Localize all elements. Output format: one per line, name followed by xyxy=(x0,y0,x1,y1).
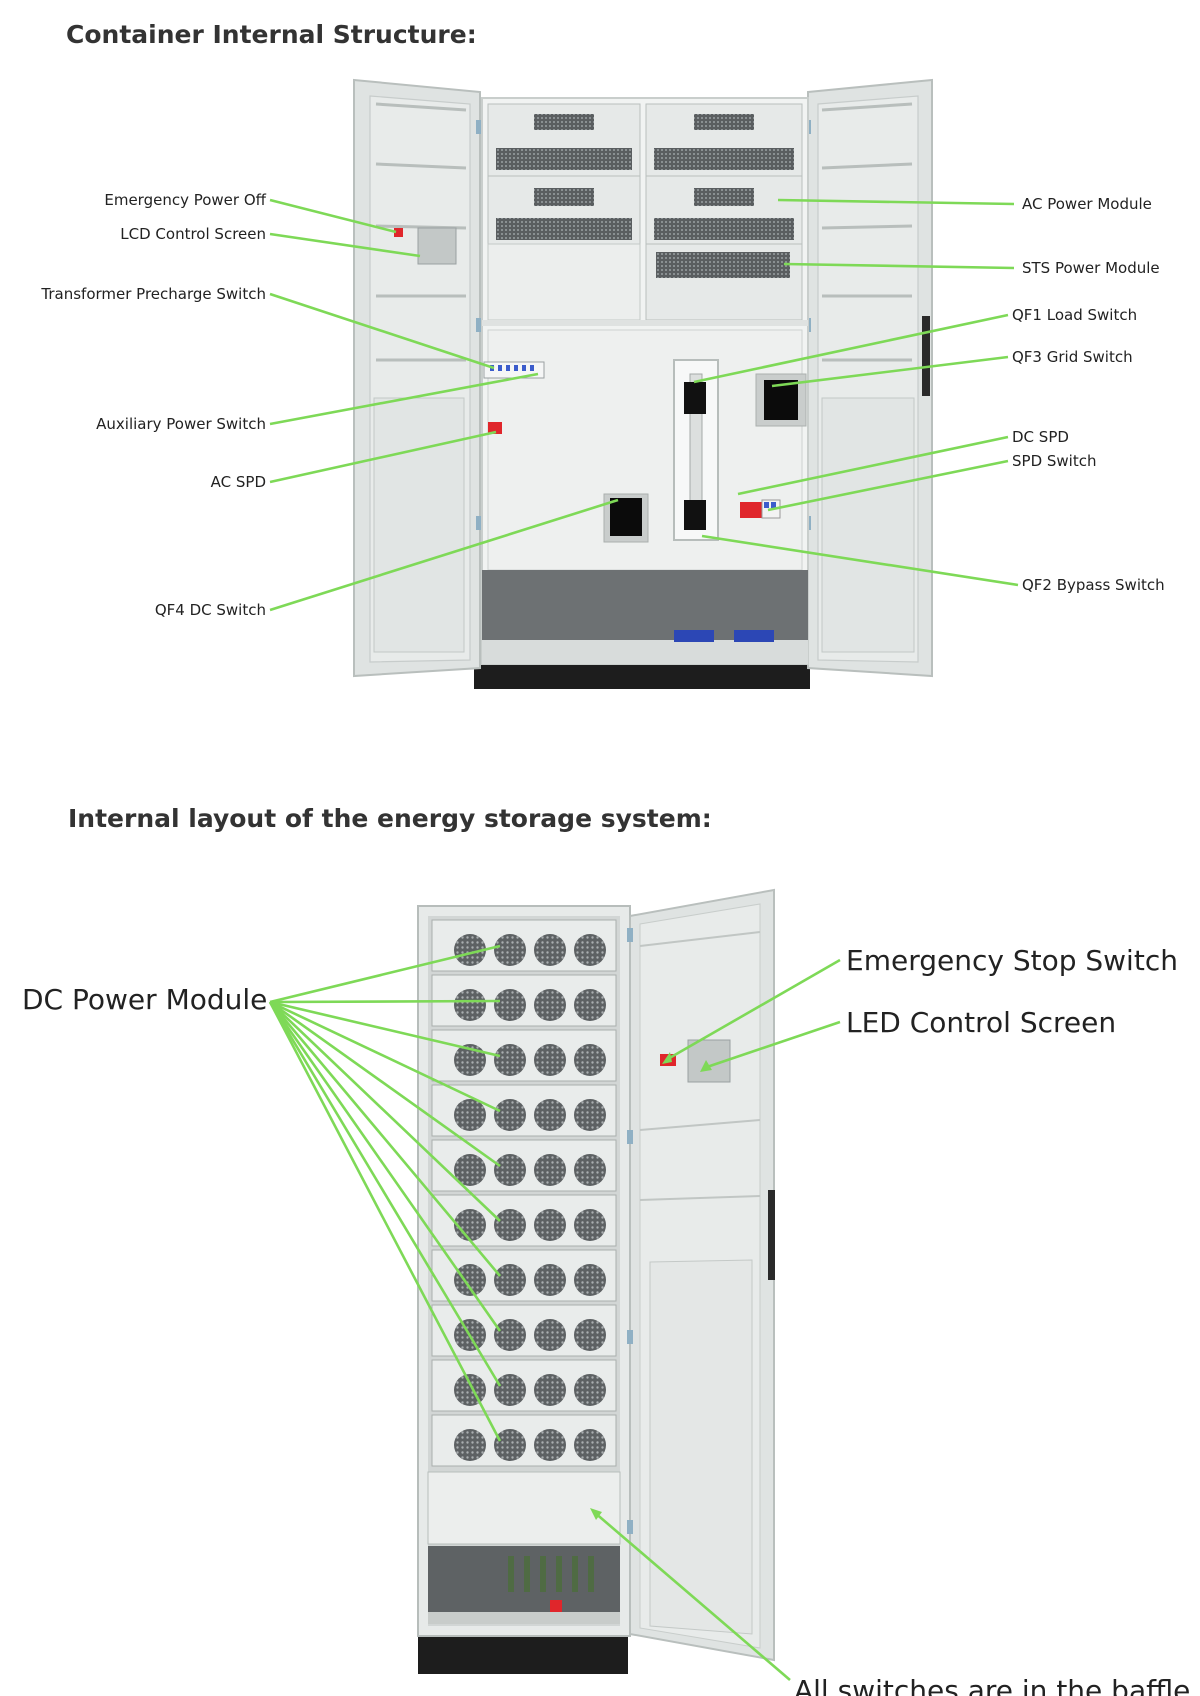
callout-line xyxy=(269,1001,501,1277)
fan-icon xyxy=(454,1374,486,1406)
fan-icon xyxy=(574,1209,606,1241)
fan-icon xyxy=(494,1264,526,1296)
cabinet-interior xyxy=(481,97,809,665)
fan-icon xyxy=(494,1319,526,1351)
callout-line xyxy=(269,1000,501,1113)
fan-icon xyxy=(574,1429,606,1461)
fan-icon xyxy=(494,1044,526,1076)
callout-line xyxy=(268,1001,502,1387)
fan-icon xyxy=(574,989,606,1021)
fan-icon xyxy=(454,1429,486,1461)
label-ac-spd: AC SPD xyxy=(211,473,266,491)
arrowhead-led-screen xyxy=(700,1060,712,1072)
cabinet-base xyxy=(474,664,810,689)
fan-icon xyxy=(494,989,526,1021)
fan-icon xyxy=(574,934,606,966)
fan-icon xyxy=(574,1264,606,1296)
fan-icon xyxy=(574,1099,606,1131)
callout-line xyxy=(268,1001,502,1332)
fan-icon xyxy=(534,1209,566,1241)
fan-icon xyxy=(454,1154,486,1186)
fan-icon xyxy=(534,1319,566,1351)
container-structure-diagram: Emergency Power Off LCD Control Screen T… xyxy=(40,78,1165,689)
lcd-control-screen xyxy=(417,227,457,265)
label-ac-power-module: AC Power Module xyxy=(1022,195,1152,213)
left-door xyxy=(353,78,482,678)
baffle-panel xyxy=(427,1471,621,1545)
storage-cabinet xyxy=(417,905,631,1637)
fan-icon xyxy=(574,1374,606,1406)
dc-power-module xyxy=(431,1304,617,1357)
fan-icon xyxy=(534,989,566,1021)
label-qf4-dc-switch: QF4 DC Switch xyxy=(155,601,266,619)
label-transformer-precharge-switch: Transformer Precharge Switch xyxy=(40,285,266,303)
dc-power-module-stack xyxy=(431,919,617,1467)
energy-storage-layout-diagram: DC Power Module Emergency Stop Switch LE… xyxy=(22,888,1199,1696)
fan-icon xyxy=(534,1099,566,1131)
fan-icon xyxy=(454,1264,486,1296)
arrowhead-emergency-stop xyxy=(662,1052,672,1064)
fan-icon xyxy=(454,934,486,966)
storage-base xyxy=(418,1634,628,1674)
fan-icon xyxy=(574,1319,606,1351)
dc-power-module xyxy=(431,1194,617,1247)
section-title-container-structure: Container Internal Structure: xyxy=(66,20,477,49)
fan-icon xyxy=(534,1429,566,1461)
fan-icon xyxy=(534,1044,566,1076)
callout-line xyxy=(269,944,501,1004)
label-auxiliary-power-switch: Auxiliary Power Switch xyxy=(96,415,266,433)
callout-lines xyxy=(269,198,1019,612)
dc-power-module xyxy=(431,1029,617,1082)
label-qf1-load-switch: QF1 Load Switch xyxy=(1012,306,1137,324)
fan-icon xyxy=(494,1374,526,1406)
label-qf3-grid-switch: QF3 Grid Switch xyxy=(1012,348,1133,366)
fan-icon xyxy=(494,1429,526,1461)
dc-power-module xyxy=(431,1359,617,1412)
fan-icon xyxy=(454,1209,486,1241)
dc-power-module xyxy=(431,1249,617,1302)
emergency-power-off-button xyxy=(394,228,403,237)
fan-icon xyxy=(574,1044,606,1076)
fan-icon xyxy=(494,1209,526,1241)
dc-spd xyxy=(740,502,762,518)
fan-icon xyxy=(574,1154,606,1186)
label-sts-power-module: STS Power Module xyxy=(1022,259,1160,277)
label-qf2-bypass-switch: QF2 Bypass Switch xyxy=(1022,576,1165,594)
dc-module-callouts xyxy=(268,944,502,1442)
callout-line xyxy=(269,1000,501,1058)
callout-line xyxy=(268,1001,502,1442)
arrowhead-baffle xyxy=(590,1508,602,1520)
callout-line xyxy=(269,999,501,1004)
dc-power-module xyxy=(431,1414,617,1467)
fan-icon xyxy=(454,1099,486,1131)
fan-icon xyxy=(454,989,486,1021)
label-spd-switch: SPD Switch xyxy=(1012,452,1096,470)
callout-line xyxy=(269,1000,501,1168)
dc-power-module xyxy=(431,919,617,972)
fan-icon xyxy=(534,934,566,966)
label-led-control-screen: LED Control Screen xyxy=(846,1006,1116,1039)
callout-lines-2 xyxy=(268,944,841,1681)
storage-door xyxy=(627,888,775,1662)
qf4-dc-switch xyxy=(610,498,642,536)
fan-icon xyxy=(494,1099,526,1131)
label-baffle-note: All switches are in the baffle. xyxy=(794,1674,1199,1696)
dc-power-module xyxy=(431,1084,617,1137)
section-title-energy-storage-layout: Internal layout of the energy storage sy… xyxy=(68,804,712,833)
label-dc-power-module: DC Power Module xyxy=(22,983,267,1016)
label-emergency-stop-switch: Emergency Stop Switch xyxy=(846,944,1178,977)
fan-icon xyxy=(494,934,526,966)
fan-icon xyxy=(534,1264,566,1296)
fan-icon xyxy=(534,1374,566,1406)
callout-line xyxy=(269,1001,501,1222)
auxiliary-power-switch xyxy=(488,422,502,434)
right-door xyxy=(805,78,933,678)
dc-power-module xyxy=(431,1139,617,1192)
fan-icon xyxy=(494,1154,526,1186)
label-emergency-power-off: Emergency Power Off xyxy=(104,191,266,209)
fan-icon xyxy=(534,1154,566,1186)
label-dc-spd: DC SPD xyxy=(1012,428,1069,446)
label-lcd-control-screen: LCD Control Screen xyxy=(120,225,266,243)
qf3-grid-switch xyxy=(764,380,798,420)
